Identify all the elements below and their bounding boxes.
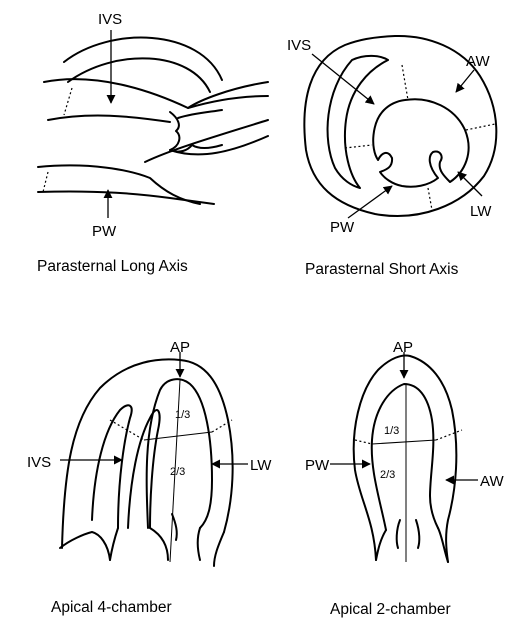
psax-lw-label: LW: [470, 203, 492, 220]
a2c-pw-label: PW: [305, 457, 330, 474]
psax-pw-label: PW: [330, 219, 355, 236]
psax-ivs-label: IVS: [287, 37, 311, 54]
plax-pw-label: PW: [92, 223, 117, 240]
a4c-drawing: [60, 359, 233, 566]
a2c-drawing: [354, 356, 462, 562]
psax-arrows: [312, 54, 482, 218]
panel-parasternal-short-axis: IVS AW PW LW Parasternal Short Axis: [287, 36, 496, 278]
a2c-aw-label: AW: [480, 473, 504, 490]
panel-parasternal-long-axis: IVS PW Parasternal Long Axis: [37, 11, 268, 275]
plax-title: Parasternal Long Axis: [37, 258, 188, 275]
a4c-title: Apical 4-chamber: [51, 599, 172, 616]
a2c-lower-two-thirds-label: 2/3: [380, 469, 395, 481]
a4c-ivs-label: IVS: [27, 454, 51, 471]
plax-arrows: [108, 30, 111, 218]
plax-ivs-label: IVS: [98, 11, 122, 28]
panel-apical-4-chamber: AP IVS LW 1/3 2/3 Apical 4-chamber: [27, 339, 272, 616]
a2c-title: Apical 2-chamber: [330, 601, 451, 618]
panel-apical-2-chamber: AP PW AW 1/3 2/3 Apical 2-chamber: [305, 339, 504, 618]
a4c-ap-label: AP: [170, 339, 190, 356]
psax-title: Parasternal Short Axis: [305, 261, 459, 278]
a4c-upper-third-label: 1/3: [175, 409, 190, 421]
plax-drawing: [38, 38, 268, 204]
a4c-lower-two-thirds-label: 2/3: [170, 466, 185, 478]
a4c-lw-label: LW: [250, 457, 272, 474]
a2c-ap-label: AP: [393, 339, 413, 356]
a2c-upper-third-label: 1/3: [384, 425, 399, 437]
psax-aw-label: AW: [466, 53, 490, 70]
